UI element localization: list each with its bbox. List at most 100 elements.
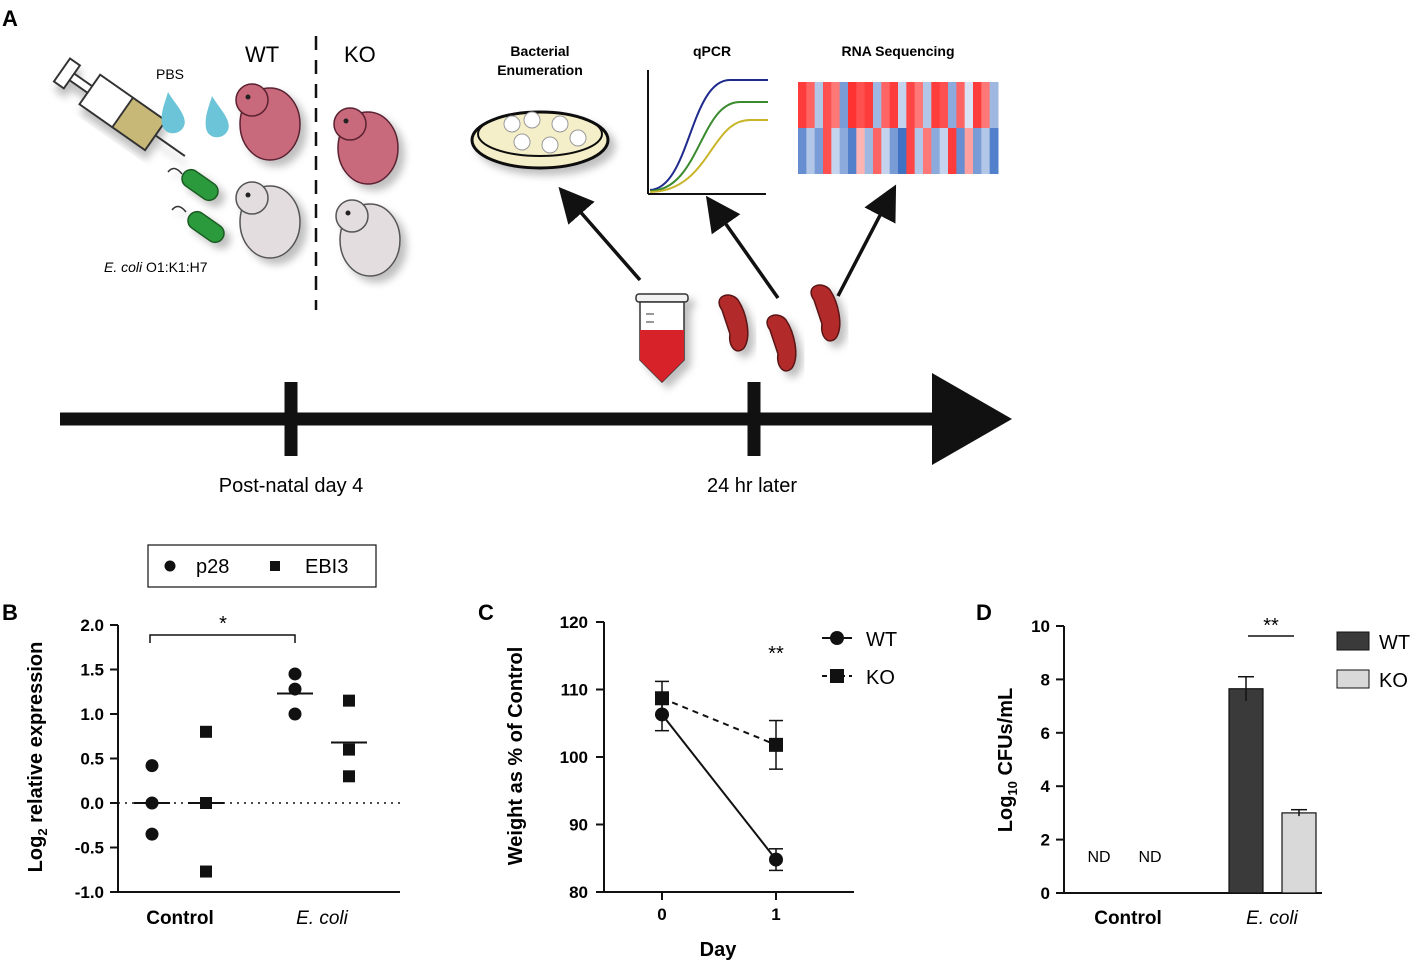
legend-marker-ko — [830, 669, 844, 683]
heatmap-cell — [823, 82, 832, 128]
panel-a-letter: A — [2, 6, 18, 31]
panel-b-xtick-ecoli: E. coli — [296, 908, 349, 929]
bacteria-icon — [167, 167, 219, 202]
heatmap-cell — [839, 82, 849, 128]
heatmap-cell — [989, 82, 999, 128]
spleen-icon — [810, 284, 841, 342]
panel-b-letter: B — [2, 600, 18, 625]
heatmap-cell — [798, 128, 807, 174]
blood-tube-icon — [635, 293, 689, 384]
heatmap-cell — [864, 128, 874, 174]
heatmap-cell — [973, 82, 982, 128]
y-tick-label: 4 — [1041, 777, 1051, 796]
petri-dish-icon — [470, 110, 610, 170]
y-tick-label: 10 — [1031, 617, 1050, 636]
y-tick-label: 6 — [1041, 724, 1050, 743]
legend-swatch-wt — [1336, 631, 1370, 651]
panel-b-significance: * — [149, 613, 296, 643]
panel-c-series — [655, 680, 783, 872]
heatmap-cell — [831, 82, 841, 128]
panel-c-letter: C — [478, 600, 494, 625]
pup-ko-pink-icon — [333, 107, 399, 185]
heatmap-cell — [881, 82, 891, 128]
bacteria-icon — [171, 205, 225, 244]
data-point-ebi3 — [200, 865, 212, 878]
panel-d-xtick-ecoli: E. coli — [1246, 908, 1299, 929]
rnaseq-heatmap — [798, 82, 999, 174]
y-tick-label: 2.0 — [80, 616, 104, 635]
heatmap-cell — [906, 128, 916, 174]
panel-d-nd-wt: ND — [1087, 849, 1110, 866]
heatmap-cell — [898, 82, 907, 128]
panel-c-xlabel: Day — [700, 939, 738, 961]
panel-c-significance: ** — [768, 643, 784, 665]
data-point-ebi3 — [200, 725, 212, 738]
pbs-label: PBS — [156, 66, 184, 82]
heatmap-cell — [848, 82, 857, 128]
pbs-drop-icon — [161, 92, 185, 134]
panel-b-points — [134, 667, 367, 878]
heatmap-cell — [923, 82, 932, 128]
panel-b-xtick-control: Control — [146, 908, 214, 929]
heatmap-cell — [831, 128, 841, 174]
panel-b-significance-star: * — [219, 613, 227, 635]
y-tick-label: 110 — [561, 681, 588, 700]
heatmap-cell — [981, 82, 991, 128]
y-tick-label: 2 — [1041, 831, 1050, 850]
pbs-drop-icon — [205, 96, 229, 138]
panel-d-significance-stars: ** — [1263, 615, 1279, 637]
panel-b-legend: p28 EBI3 — [147, 544, 377, 588]
data-point-p28 — [288, 707, 302, 721]
heatmap-cell — [973, 128, 982, 174]
x-tick-label: 1 — [771, 905, 780, 924]
data-point-ebi3 — [343, 770, 355, 783]
data-point-ko — [769, 737, 783, 752]
pup-ko-white-icon — [335, 199, 401, 277]
series-line-ko — [661, 697, 777, 746]
pup-wt-pink-icon — [235, 83, 301, 161]
y-tick-label: -1.0 — [75, 883, 104, 902]
data-point-ebi3 — [343, 694, 355, 707]
heatmap-cell — [814, 82, 824, 128]
heatmap-cell — [806, 128, 816, 174]
heatmap-cell — [889, 128, 899, 174]
heatmap-cell — [939, 128, 949, 174]
heatmap-cell — [898, 128, 907, 174]
y-tick-label: 0.5 — [80, 750, 104, 769]
heatmap-cell — [931, 82, 941, 128]
series-line-wt — [661, 713, 777, 861]
heatmap-cell — [914, 82, 924, 128]
qpcr-curves-icon — [647, 70, 768, 195]
panel-b-ticks: 2.01.51.00.50.0-0.5-1.0 — [75, 616, 118, 902]
heatmap-cell — [948, 128, 957, 174]
y-tick-label: 1.0 — [80, 705, 104, 724]
arrow-to-qpcr — [705, 195, 780, 300]
spleen-icon — [718, 294, 749, 352]
data-point-p28 — [288, 667, 302, 681]
heatmap-cell — [923, 128, 932, 174]
heatmap-cell — [798, 82, 807, 128]
y-tick-label: 90 — [569, 816, 588, 835]
heatmap-cell — [806, 82, 816, 128]
legend-label-wt: WT — [1379, 632, 1410, 654]
arrow-to-bacterial — [558, 186, 642, 282]
heatmap-cell — [856, 82, 866, 128]
panel-d-bars — [1228, 675, 1317, 894]
pup-wt-white-icon — [235, 181, 301, 259]
panel-c-legend: WT KO — [822, 629, 897, 689]
timeline-label-2: 24 hr later — [707, 475, 797, 497]
data-point-p28 — [288, 682, 302, 696]
panel-d-nd-ko: ND — [1138, 849, 1161, 866]
legend-label-ko: KO — [866, 667, 895, 689]
legend-label-ebi3: EBI3 — [305, 556, 348, 578]
ecoli-strain-label: E. coli O1:K1:H7 — [104, 259, 208, 275]
heatmap-cell — [906, 82, 916, 128]
assay-rnaseq-label: RNA Sequencing — [841, 43, 954, 59]
data-point-p28 — [145, 759, 159, 773]
spleen-icon — [766, 314, 797, 372]
